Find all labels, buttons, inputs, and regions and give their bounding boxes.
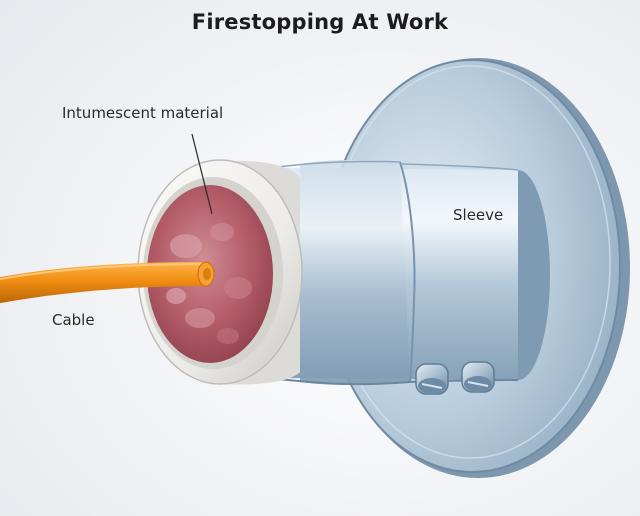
- label-intumescent-material: Intumescent material: [62, 104, 224, 122]
- cable: [0, 261, 215, 304]
- label-cable: Cable: [52, 311, 95, 329]
- label-sleeve: Sleeve: [453, 206, 504, 224]
- leader-line: [191, 133, 213, 215]
- diagram-title: Firestopping At Work: [191, 10, 449, 34]
- sleeve: [269, 159, 550, 386]
- clamp-screw-icon: [461, 361, 495, 393]
- clamp-screw-icon: [415, 363, 449, 395]
